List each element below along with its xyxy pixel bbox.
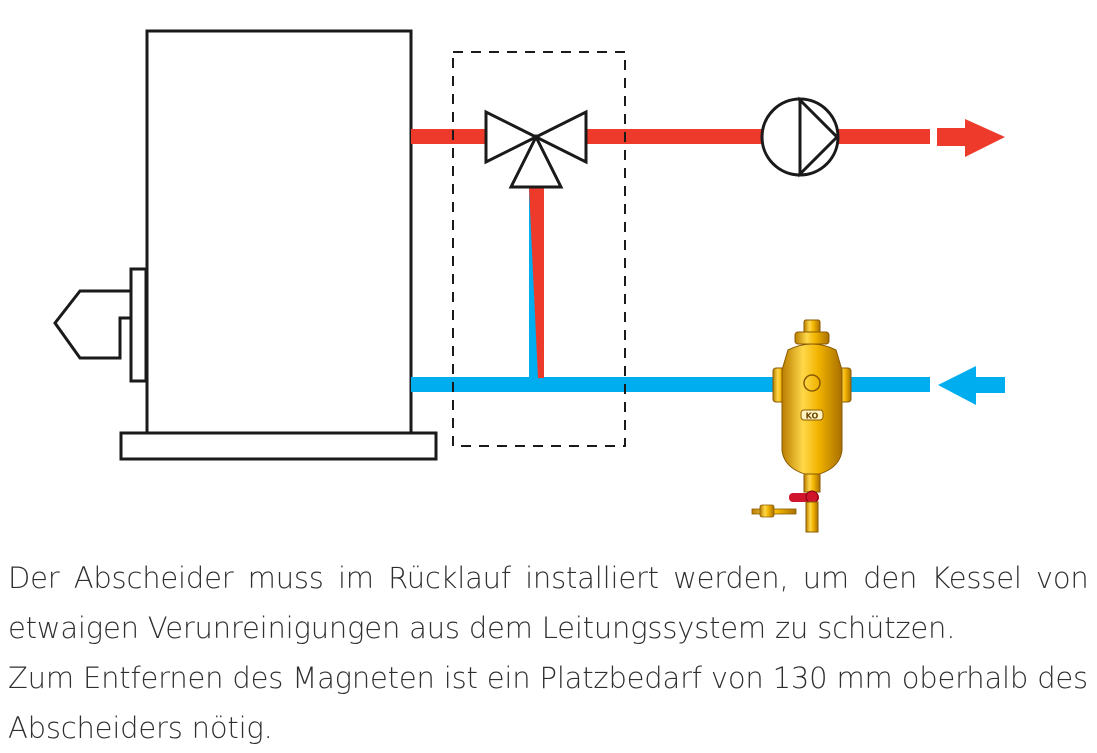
flow-arrow-icon: [937, 119, 1005, 157]
dirt-separator: KO: [751, 319, 852, 533]
flow-pipe: [411, 129, 930, 144]
pump-icon: [760, 96, 840, 178]
caption-line-4-text: Abscheiders nötig.: [8, 711, 273, 745]
boiler-base: [119, 431, 438, 461]
heating-schematic: KO: [53, 29, 1005, 533]
caption-line-2: etwaigen Verunreinigungen aus dem Leitun…: [8, 603, 1088, 653]
svg-text:KO: KO: [806, 412, 819, 421]
valve-group-boundary: [452, 51, 626, 447]
return-pipe: [411, 377, 930, 392]
caption-line-4: Abscheiders nötig.: [8, 703, 1088, 753]
burner-icon: [53, 267, 148, 383]
return-arrow-icon: [938, 366, 1005, 405]
bypass-pipe: [529, 188, 544, 378]
boiler: [145, 29, 413, 437]
caption-line-2-text: etwaigen Verunreinigungen aus dem Leitun…: [8, 611, 956, 645]
mixing-valve-icon: [484, 109, 588, 189]
